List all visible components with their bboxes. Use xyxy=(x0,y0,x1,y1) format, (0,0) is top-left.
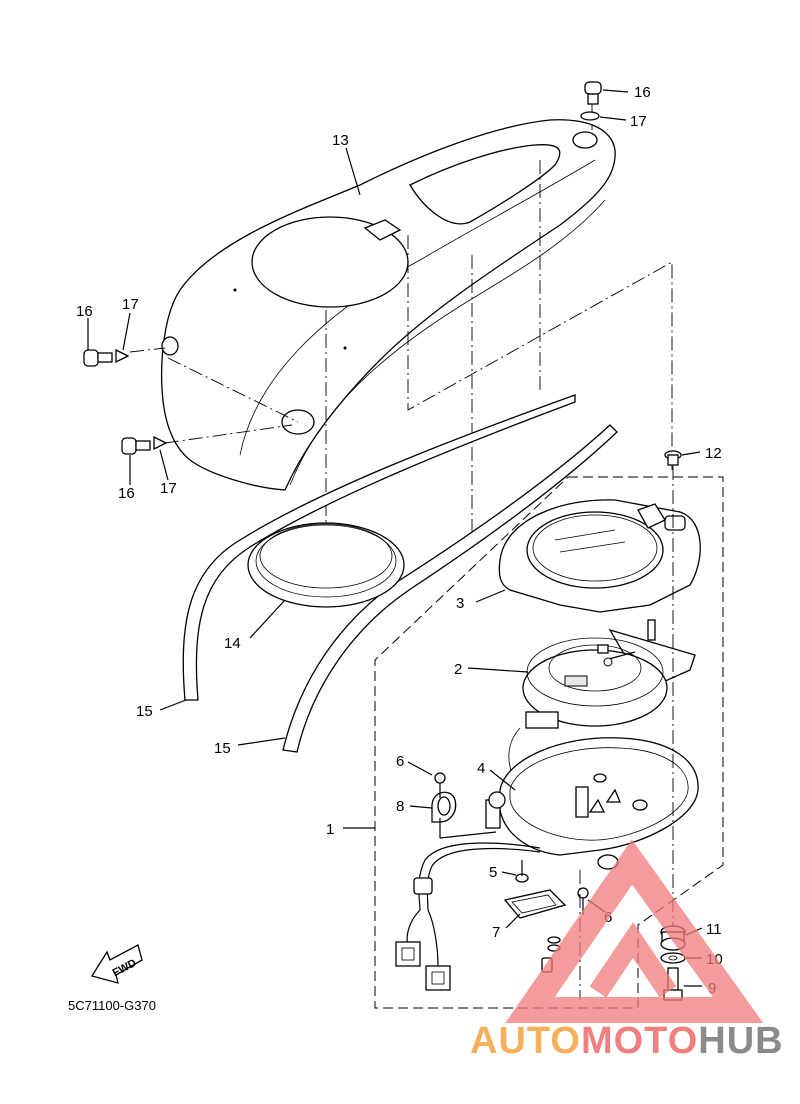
watermark-auto: AUTO xyxy=(470,1020,581,1062)
meter-assembly-part xyxy=(508,619,696,791)
screw-16-mid xyxy=(83,349,113,367)
callout-3: 3 xyxy=(456,595,464,612)
clamp-part xyxy=(431,791,457,823)
callout-5: 5 xyxy=(489,864,497,881)
gasket-part xyxy=(503,889,567,919)
washer-17-top xyxy=(580,111,600,121)
washer-17-mid xyxy=(115,348,130,364)
automotohub-watermark: AUTOMOTOHUB xyxy=(470,839,784,1062)
forward-direction-arrow: FWD xyxy=(90,944,143,984)
callout-8: 8 xyxy=(396,798,404,815)
meter-case-lower-part xyxy=(485,737,699,870)
svg-text:AUTOMOTOHUB: AUTOMOTOHUB xyxy=(470,1020,784,1062)
callout-16a: 16 xyxy=(634,84,651,101)
callout-16b: 16 xyxy=(76,303,93,320)
washer-17-low xyxy=(153,435,168,451)
grommet-12-part xyxy=(664,450,682,466)
callout-11: 11 xyxy=(706,921,722,938)
callout-7: 7 xyxy=(492,924,500,941)
wiring-harness-part xyxy=(395,842,541,991)
callout-17a: 17 xyxy=(630,113,647,130)
callout-12: 12 xyxy=(705,445,722,462)
callout-16c: 16 xyxy=(118,485,135,502)
callout-15a: 15 xyxy=(136,703,153,720)
meter-case-upper-part xyxy=(498,499,701,613)
meter-cover-part xyxy=(160,119,616,491)
watermark-moto: MOTO xyxy=(581,1020,698,1062)
lens-ring-part xyxy=(247,522,405,608)
callout-13: 13 xyxy=(332,132,349,149)
washer-10-part xyxy=(660,952,686,964)
screw-16-top xyxy=(584,81,602,105)
callout-17c: 17 xyxy=(160,480,177,497)
screw-16-low xyxy=(121,437,151,455)
callout-4: 4 xyxy=(477,760,485,777)
screw-5 xyxy=(515,860,529,883)
callout-1: 1 xyxy=(326,821,334,838)
watermark-hub: HUB xyxy=(698,1020,783,1062)
trim-strip-lower xyxy=(282,424,618,753)
callout-2: 2 xyxy=(454,661,462,678)
callout-14: 14 xyxy=(224,635,241,652)
callout-17b: 17 xyxy=(122,296,139,313)
callout-15b: 15 xyxy=(214,740,231,757)
trim-strip-upper xyxy=(182,394,576,701)
callout-6a: 6 xyxy=(396,753,404,770)
screw-6-upper xyxy=(434,772,446,798)
diagram-code: 5C71100-G370 xyxy=(68,998,156,1013)
